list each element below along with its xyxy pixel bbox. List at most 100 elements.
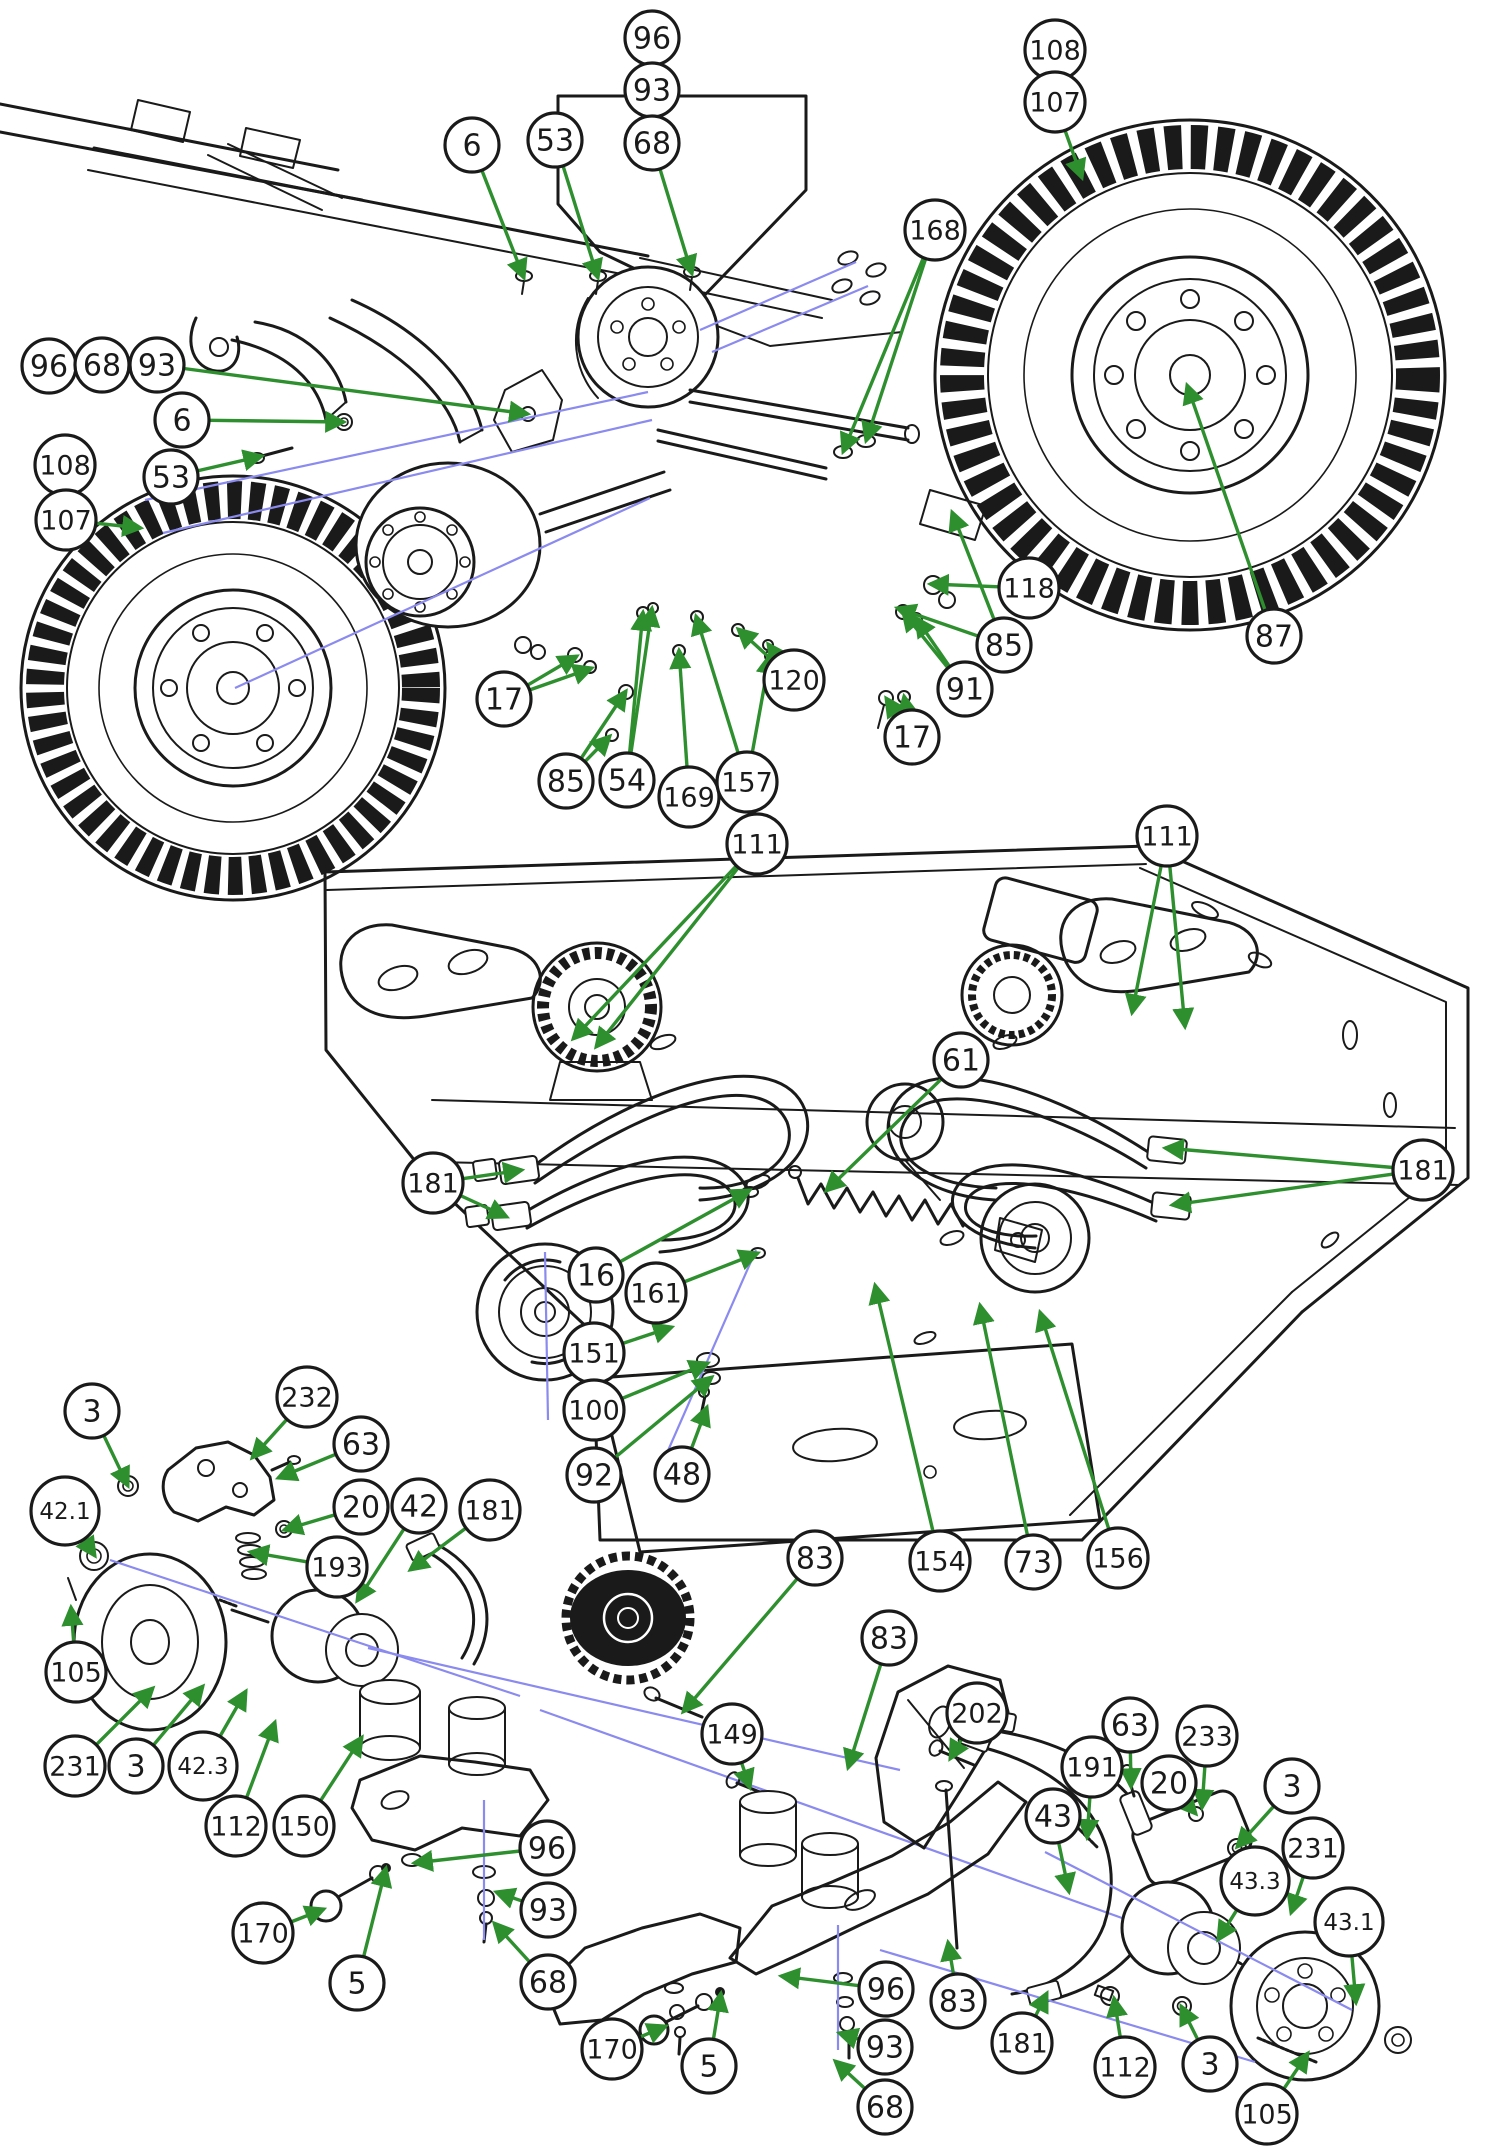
- callout-170[interactable]: 170: [580, 2017, 644, 2081]
- callout-circle[interactable]: [997, 556, 1061, 620]
- callout-circle[interactable]: [29, 1475, 101, 1547]
- callout-circle[interactable]: [936, 660, 994, 718]
- callout-circle[interactable]: [275, 1365, 339, 1429]
- callout-circle[interactable]: [653, 1445, 711, 1503]
- callout-circle[interactable]: [562, 1378, 626, 1442]
- callout-5[interactable]: 5: [328, 1954, 386, 2012]
- callout-112[interactable]: 112: [1093, 2035, 1157, 2099]
- callout-85[interactable]: 85: [975, 616, 1033, 674]
- callout-105[interactable]: 105: [1235, 2082, 1299, 2146]
- callout-circle[interactable]: [44, 1640, 108, 1704]
- callout-circle[interactable]: [272, 1794, 336, 1858]
- callout-3[interactable]: 3: [1181, 2035, 1239, 2093]
- callout-87[interactable]: 87: [1245, 607, 1303, 665]
- callout-circle[interactable]: [526, 111, 584, 169]
- callout-circle[interactable]: [443, 116, 501, 174]
- callout-181[interactable]: 181: [401, 1151, 465, 1215]
- callout-48[interactable]: 48: [653, 1445, 711, 1503]
- callout-circle[interactable]: [1391, 1138, 1455, 1202]
- callout-circle[interactable]: [624, 1261, 688, 1325]
- callout-circle[interactable]: [518, 1819, 576, 1877]
- callout-63[interactable]: 63: [1101, 1696, 1159, 1754]
- callout-circle[interactable]: [204, 1794, 268, 1858]
- callout-circle[interactable]: [1281, 1816, 1345, 1880]
- callout-circle[interactable]: [332, 1415, 390, 1473]
- callout-circle[interactable]: [390, 1477, 448, 1535]
- callout-20[interactable]: 20: [332, 1478, 390, 1536]
- callout-circle[interactable]: [1060, 1735, 1124, 1799]
- callout-circle[interactable]: [725, 812, 789, 876]
- callout-circle[interactable]: [519, 1881, 577, 1939]
- callout-circle[interactable]: [519, 1953, 577, 2011]
- callout-circle[interactable]: [1140, 1754, 1198, 1812]
- callout-43.1[interactable]: 43.1: [1313, 1886, 1385, 1958]
- callout-circle[interactable]: [1086, 1526, 1150, 1590]
- callout-circle[interactable]: [1313, 1886, 1385, 1958]
- callout-circle[interactable]: [1263, 1757, 1321, 1815]
- callout-105[interactable]: 105: [44, 1640, 108, 1704]
- callout-96[interactable]: 96: [623, 9, 681, 67]
- callout-83[interactable]: 83: [786, 1529, 844, 1587]
- callout-circle[interactable]: [332, 1478, 390, 1536]
- callout-6[interactable]: 6: [153, 391, 211, 449]
- callout-circle[interactable]: [475, 670, 533, 728]
- callout-191[interactable]: 191: [1060, 1735, 1124, 1799]
- callout-20[interactable]: 20: [1140, 1754, 1198, 1812]
- callout-96[interactable]: 96: [20, 337, 78, 395]
- callout-202[interactable]: 202: [945, 1681, 1009, 1745]
- callout-68[interactable]: 68: [73, 336, 131, 394]
- callout-157[interactable]: 157: [715, 750, 779, 814]
- callout-circle[interactable]: [1219, 1845, 1291, 1917]
- callout-93[interactable]: 93: [856, 2018, 914, 2076]
- callout-83[interactable]: 83: [929, 1972, 987, 2030]
- callout-circle[interactable]: [1175, 1704, 1239, 1768]
- callout-193[interactable]: 193: [305, 1535, 369, 1599]
- callout-161[interactable]: 161: [624, 1261, 688, 1325]
- callout-circle[interactable]: [63, 1382, 121, 1440]
- callout-circle[interactable]: [565, 1446, 623, 1504]
- callout-circle[interactable]: [1101, 1696, 1159, 1754]
- callout-circle[interactable]: [167, 1730, 239, 1802]
- callout-circle[interactable]: [990, 2011, 1054, 2075]
- callout-circle[interactable]: [700, 1702, 764, 1766]
- callout-circle[interactable]: [680, 2037, 738, 2095]
- callout-circle[interactable]: [715, 750, 779, 814]
- callout-circle[interactable]: [1135, 804, 1199, 868]
- callout-96[interactable]: 96: [857, 1960, 915, 2018]
- callout-96[interactable]: 96: [518, 1819, 576, 1877]
- callout-circle[interactable]: [1245, 607, 1303, 665]
- callout-circle[interactable]: [142, 448, 200, 506]
- callout-circle[interactable]: [1235, 2082, 1299, 2146]
- callout-circle[interactable]: [43, 1734, 107, 1798]
- callout-93[interactable]: 93: [128, 336, 186, 394]
- callout-circle[interactable]: [458, 1478, 522, 1542]
- callout-150[interactable]: 150: [272, 1794, 336, 1858]
- callout-68[interactable]: 68: [519, 1953, 577, 2011]
- callout-circle[interactable]: [623, 114, 681, 172]
- callout-54[interactable]: 54: [598, 751, 656, 809]
- callout-181[interactable]: 181: [990, 2011, 1054, 2075]
- callout-100[interactable]: 100: [562, 1378, 626, 1442]
- callout-3[interactable]: 3: [107, 1737, 165, 1795]
- callout-111[interactable]: 111: [1135, 804, 1199, 868]
- callout-circle[interactable]: [856, 2018, 914, 2076]
- callout-232[interactable]: 232: [275, 1365, 339, 1429]
- callout-circle[interactable]: [1093, 2035, 1157, 2099]
- callout-circle[interactable]: [128, 336, 186, 394]
- callout-circle[interactable]: [153, 391, 211, 449]
- callout-circle[interactable]: [1181, 2035, 1239, 2093]
- callout-circle[interactable]: [328, 1954, 386, 2012]
- callout-231[interactable]: 231: [43, 1734, 107, 1798]
- callout-170[interactable]: 170: [231, 1901, 295, 1965]
- callout-circle[interactable]: [908, 1529, 972, 1593]
- callout-156[interactable]: 156: [1086, 1526, 1150, 1590]
- callout-85[interactable]: 85: [537, 752, 595, 810]
- callout-circle[interactable]: [975, 616, 1033, 674]
- callout-154[interactable]: 154: [908, 1529, 972, 1593]
- callout-circle[interactable]: [857, 1960, 915, 2018]
- callout-6[interactable]: 6: [443, 116, 501, 174]
- callout-circle[interactable]: [762, 648, 826, 712]
- callout-93[interactable]: 93: [623, 61, 681, 119]
- callout-111[interactable]: 111: [725, 812, 789, 876]
- callout-17[interactable]: 17: [883, 708, 941, 766]
